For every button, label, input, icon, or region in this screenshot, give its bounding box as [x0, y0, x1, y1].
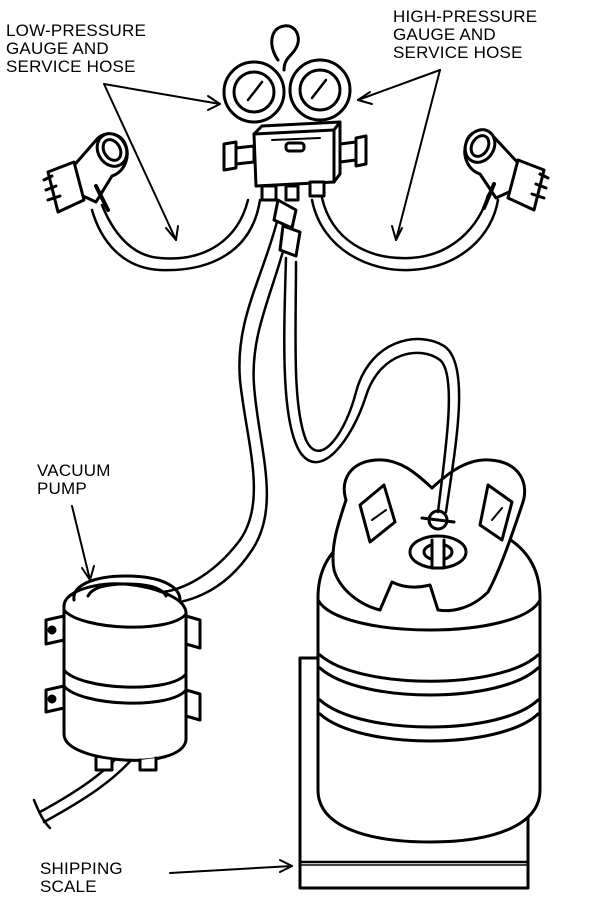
high-pressure-label-line-3: SERVICE HOSE [393, 43, 523, 62]
shipping-scale-label-line-1: SHIPPING [40, 859, 123, 878]
high-pressure-label-line-2: GAUGE AND [393, 25, 496, 44]
shipping-scale-label: SHIPPING SCALE [40, 860, 123, 896]
manifold-gauge-set [222, 24, 368, 258]
low-pressure-label-line-3: SERVICE HOSE [6, 57, 136, 76]
high-pressure-label-line-1: HIGH-PRESSURE [393, 7, 538, 26]
left-coupler [42, 132, 129, 214]
leader-lines [71, 69, 441, 874]
vacuum-pump [44, 574, 202, 772]
hoses [32, 193, 500, 830]
vacuum-pump-label: VACUUM PUMP [37, 462, 111, 498]
low-pressure-label-line-1: LOW-PRESSURE [6, 21, 147, 40]
refrigerant-tank [316, 458, 542, 844]
shipping-scale-label-line-2: SCALE [40, 877, 97, 896]
right-coupler [463, 128, 550, 212]
high-pressure-label: HIGH-PRESSURE GAUGE AND SERVICE HOSE [393, 8, 537, 62]
vacuum-pump-label-line-1: VACUUM [37, 461, 111, 480]
shipping-scale [298, 656, 530, 890]
vacuum-pump-label-line-2: PUMP [37, 479, 87, 498]
low-pressure-label: LOW-PRESSURE GAUGE AND SERVICE HOSE [6, 22, 146, 76]
low-pressure-label-line-2: GAUGE AND [6, 39, 109, 58]
